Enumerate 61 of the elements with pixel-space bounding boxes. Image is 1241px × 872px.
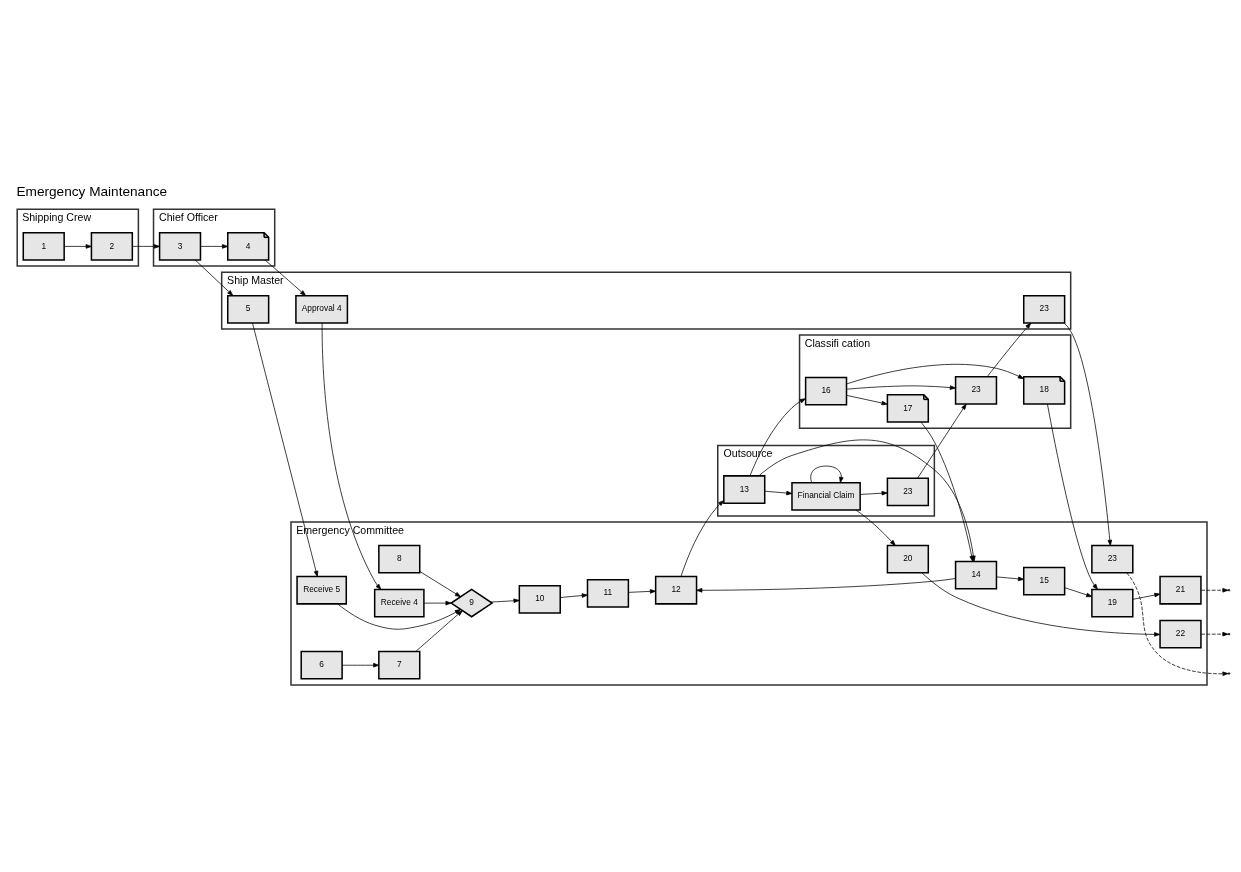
node-box: 23 (954, 375, 998, 405)
arrow (264, 259, 306, 296)
arrow (194, 259, 234, 296)
arrow (764, 490, 793, 495)
diagram-title: Emergency Maintenance (16, 183, 168, 199)
node-box: 3 (158, 231, 202, 261)
node-box: 20 (886, 544, 930, 574)
arrow (917, 403, 967, 478)
arrow (252, 322, 319, 577)
node-box: 2 (90, 231, 134, 261)
arrow (859, 490, 888, 495)
arrow (987, 322, 1032, 377)
node-box: 10 (518, 584, 561, 614)
node-box: 1 (22, 231, 65, 261)
node-box: 21 (1159, 575, 1202, 605)
node-box: 12 (654, 575, 698, 605)
arrow (419, 570, 461, 597)
arrow (423, 600, 452, 605)
node-box: 8 (378, 544, 421, 574)
arrow (749, 397, 806, 476)
arrow (628, 588, 656, 594)
node-box: Receive 4 (373, 588, 425, 617)
node-box: Financial Claim (791, 481, 861, 511)
arrow (200, 243, 229, 249)
arrow (996, 576, 1025, 581)
arrow (415, 609, 463, 652)
node-box: Receive 5 (296, 575, 348, 605)
node-box: 23 (1091, 544, 1134, 574)
arrow (810, 465, 844, 483)
arrow (1064, 586, 1093, 597)
arrow (560, 592, 588, 598)
arrow (680, 499, 725, 577)
node-box: 16 (804, 376, 848, 405)
arrow (321, 322, 382, 590)
node-box: 6 (300, 650, 343, 680)
node-box: 15 (1022, 566, 1066, 596)
arrow (341, 662, 380, 667)
node-box: 5 (227, 294, 270, 324)
arrow (337, 603, 461, 630)
arrow (1047, 403, 1098, 590)
arrow (846, 384, 956, 390)
arrow (846, 394, 888, 405)
node-box: 13 (723, 474, 766, 504)
arrow (64, 243, 92, 249)
node-box: 14 (954, 560, 998, 589)
node-box: 11 (586, 578, 630, 608)
node-box: 22 (1159, 619, 1202, 649)
arrow (855, 509, 896, 546)
arrow (1200, 587, 1229, 592)
node-box: 23 (1022, 294, 1066, 324)
node-box: 7 (378, 650, 421, 680)
arrow (846, 363, 1024, 384)
node-box: 23 (886, 476, 930, 506)
arrow (696, 577, 956, 592)
arrow (490, 598, 520, 603)
arrow (1063, 322, 1113, 546)
arrow (132, 243, 160, 249)
node-box: Approval 4 (295, 294, 349, 324)
arrow (1132, 592, 1161, 600)
arrow (921, 572, 1161, 637)
node-box: 19 (1091, 588, 1134, 617)
